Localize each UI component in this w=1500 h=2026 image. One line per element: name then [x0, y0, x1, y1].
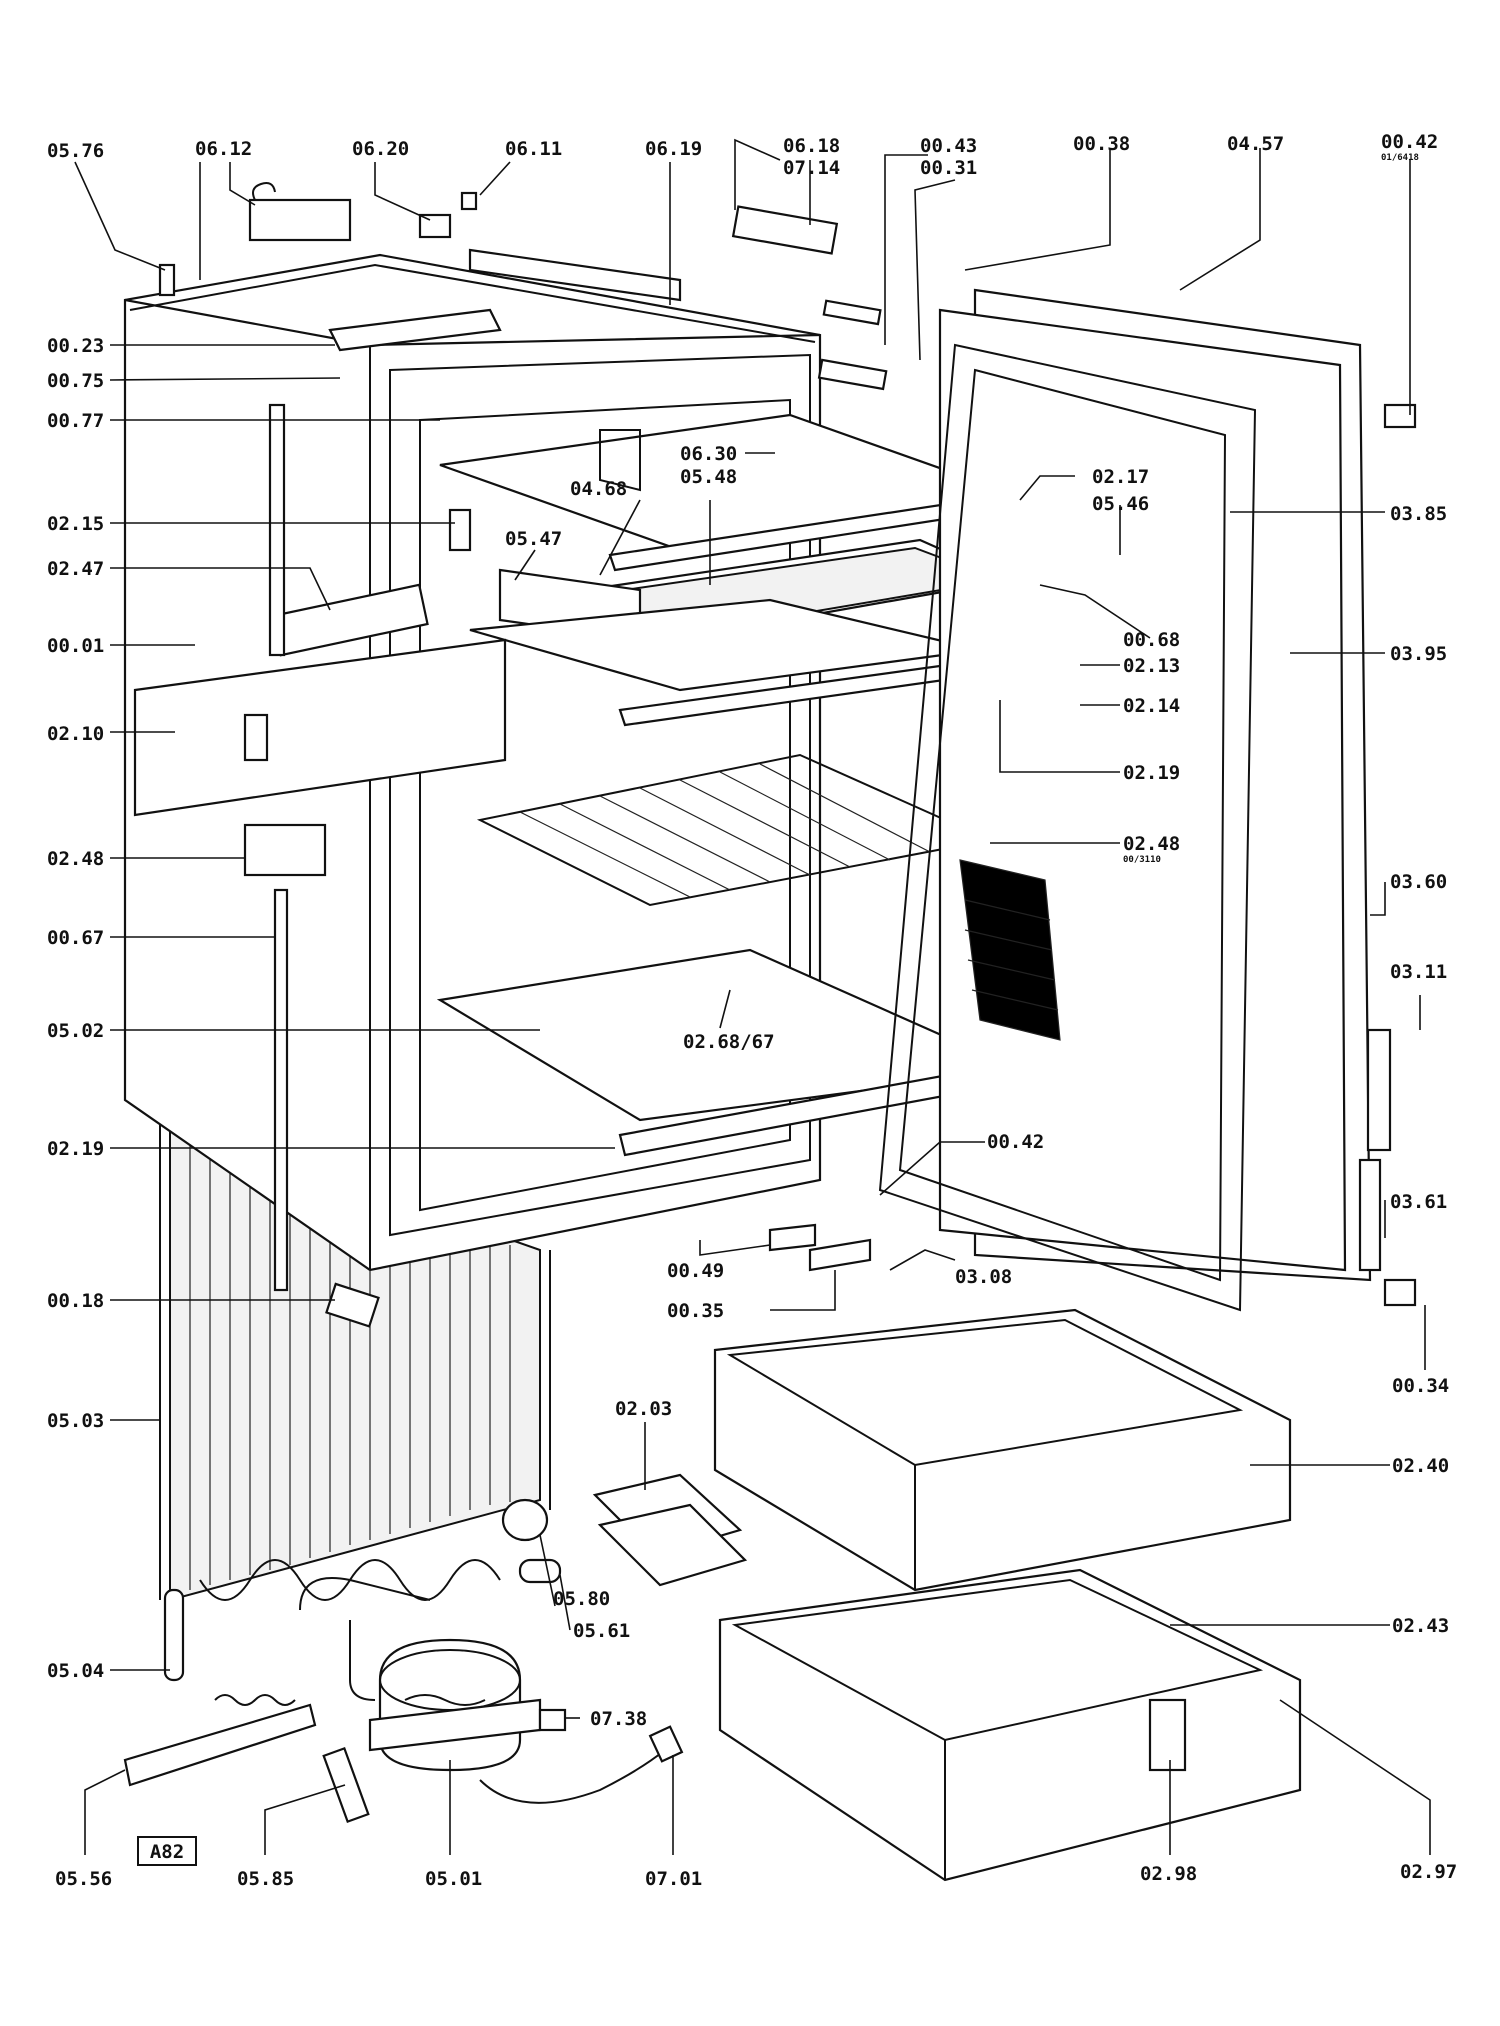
part-label: 00.34 [1392, 1375, 1449, 1397]
part-label: 03.08 [955, 1266, 1012, 1288]
drain-tube-05-76 [158, 263, 176, 297]
rod-00-01 [268, 403, 286, 657]
capacitor-05-61 [518, 1558, 562, 1584]
drawer-label-02-98 [1148, 1698, 1187, 1772]
part-label: 02.13 [1123, 655, 1180, 677]
part-label: 06.11 [505, 138, 562, 160]
light-switch-02-15 [448, 508, 472, 552]
part-label: 06.20 [352, 138, 409, 160]
thermostat-housing-02-48 [243, 823, 327, 877]
part-label: 02.17 [1092, 466, 1149, 488]
figure-badge-text: A82 [150, 1841, 184, 1863]
part-sublabel: 01/6418 [1381, 153, 1419, 163]
part-label: 05.76 [47, 140, 104, 162]
part-label: 06.30 [680, 443, 737, 465]
part-label: 05.80 [553, 1588, 610, 1610]
part-label: 02.98 [1140, 1863, 1197, 1885]
part-label: 00.42 [1381, 131, 1438, 153]
part-label: 06.18 [783, 135, 840, 157]
relay-05-80 [501, 1498, 549, 1542]
part-label: 00.43 [920, 135, 977, 157]
part-label: 06.12 [195, 138, 252, 160]
part-label: 05.47 [505, 528, 562, 550]
tube-00-67 [273, 888, 289, 1292]
part-label: 02.43 [1392, 1615, 1449, 1637]
part-label: 05.03 [47, 1410, 104, 1432]
part-label: 02.47 [47, 558, 104, 580]
part-label: 02.10 [47, 723, 104, 745]
door-assembly [731, 205, 1417, 1312]
part-label: 02.15 [47, 513, 104, 535]
part-label: 05.85 [237, 1868, 294, 1890]
figure-badge: A82 [137, 1836, 197, 1866]
bracket-05-56 [123, 1703, 317, 1787]
control-panel-02-10 [133, 638, 507, 817]
filter-drier [163, 1588, 185, 1682]
part-label: 00.42 [987, 1131, 1044, 1153]
light-assembly-07-14 [731, 205, 839, 255]
part-label: 07.01 [645, 1868, 702, 1890]
part-label: 00.75 [47, 370, 104, 392]
thermostat-06-20 [418, 213, 452, 239]
part-label: 00.01 [47, 635, 104, 657]
foot-05-85 [322, 1746, 370, 1824]
part-label: 00.67 [47, 927, 104, 949]
part-label: 02.48 [47, 848, 104, 870]
part-label: 02.19 [1123, 762, 1180, 784]
cover-plate [248, 198, 352, 242]
part-label: 02.03 [615, 1398, 672, 1420]
part-label: 05.61 [573, 1620, 630, 1642]
part-label: 02.68/67 [683, 1031, 775, 1053]
part-labels: 05.76 06.12 06.20 06.11 06.19 06.18 07.1… [47, 131, 1457, 1890]
part-label: 03.61 [1390, 1191, 1447, 1213]
part-label: 05.04 [47, 1660, 104, 1682]
part-label: 05.48 [680, 466, 737, 488]
part-label: 00.18 [47, 1290, 104, 1312]
part-label: 04.57 [1227, 133, 1284, 155]
handle-03-11 [1366, 1028, 1392, 1152]
part-label: 02.97 [1400, 1861, 1457, 1883]
part-label: 02.40 [1392, 1455, 1449, 1477]
plug-07-01 [648, 1725, 684, 1763]
part-sublabel: 00/3110 [1123, 855, 1161, 865]
part-label: 07.38 [590, 1708, 647, 1730]
part-label: 03.11 [1390, 961, 1447, 983]
part-label: 00.23 [47, 335, 104, 357]
part-label: 03.60 [1390, 871, 1447, 893]
part-label: 02.14 [1123, 695, 1180, 717]
handle-03-61 [1358, 1158, 1382, 1272]
compressor-group [123, 1498, 684, 1824]
part-label: 06.19 [645, 138, 702, 160]
part-label: 00.31 [920, 157, 977, 179]
part-label: 05.02 [47, 1020, 104, 1042]
part-label: 00.49 [667, 1260, 724, 1282]
part-label: 04.68 [570, 478, 627, 500]
part-label: 00.38 [1073, 133, 1130, 155]
cap-00-34 [1383, 1278, 1417, 1307]
relay-07-38 [538, 1708, 567, 1732]
leader-lines [74, 138, 1431, 1855]
drawers [592, 1308, 1302, 1882]
part-label: 03.95 [1390, 643, 1447, 665]
part-label: 05.01 [425, 1868, 482, 1890]
part-label: 05.46 [1092, 493, 1149, 515]
part-label: 00.35 [667, 1300, 724, 1322]
part-label: 02.19 [47, 1138, 104, 1160]
part-label: 07.14 [783, 157, 840, 179]
part-label: 05.56 [55, 1868, 112, 1890]
part-label: 00.68 [1123, 629, 1180, 651]
part-label: 00.77 [47, 410, 104, 432]
part-label: 03.85 [1390, 503, 1447, 525]
cap-00-42 [1383, 403, 1417, 429]
part-label: 02.48 [1123, 833, 1180, 855]
